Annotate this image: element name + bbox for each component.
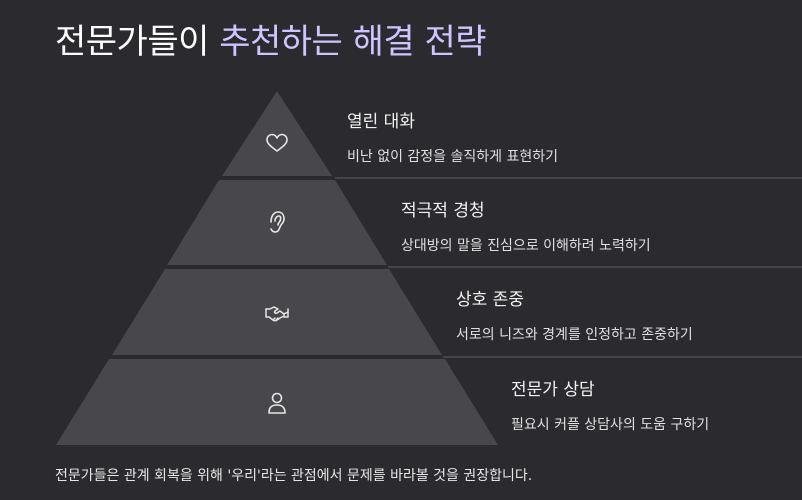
level-1-label: 열린 대화 비난 없이 감정을 솔직하게 표현하기 (347, 107, 558, 166)
level-4-description: 필요시 커플 상담사의 도움 구하기 (511, 417, 710, 433)
page-title: 전문가들이 추천하는 해결 전략 (55, 14, 487, 63)
level-2-label: 적극적 경청 상대방의 말을 진심으로 이해하려 노력하기 (401, 196, 651, 255)
ear-icon (270, 211, 285, 233)
person-icon (268, 392, 286, 414)
title-part-1: 전문가들이 (55, 22, 220, 62)
level-4-label: 전문가 상담 필요시 커플 상담사의 도움 구하기 (511, 375, 709, 434)
heart-icon (266, 133, 288, 152)
handshake-icon (265, 306, 289, 322)
level-1-description: 비난 없이 감정을 솔직하게 표현하기 (347, 149, 558, 165)
level-3-title: 상호 존중 (456, 290, 524, 310)
pyramid-tier-3 (112, 269, 442, 355)
level-1-title: 열린 대화 (347, 112, 415, 132)
level-2-title: 적극적 경청 (401, 201, 485, 221)
level-4-title: 전문가 상담 (511, 380, 595, 400)
level-3-description: 서로의 니즈와 경계를 인정하고 존중하기 (456, 327, 693, 343)
level-2-description: 상대방의 말을 진심으로 이해하려 노력하기 (401, 238, 651, 254)
footer-note: 전문가들은 관계 회복을 위해 '우리'라는 관점에서 문제를 바라볼 것을 권… (55, 468, 533, 484)
title-part-2: 추천하는 해결 전략 (219, 22, 487, 62)
pyramid-tier-2 (167, 180, 387, 265)
level-3-label: 상호 존중 서로의 니즈와 경계를 인정하고 존중하기 (456, 285, 693, 344)
pyramid-tier-1 (222, 91, 332, 176)
